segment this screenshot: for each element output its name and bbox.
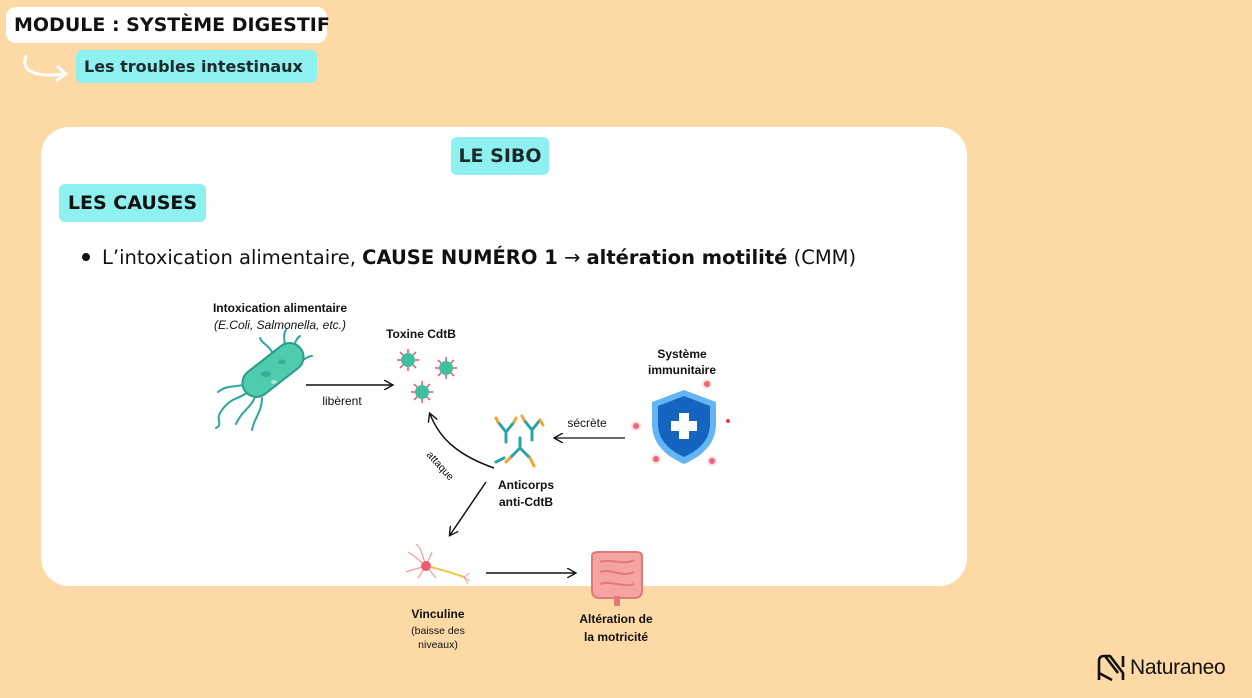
food-poisoning-examples: (E.Coli, Salmonella, etc.) (213, 318, 347, 332)
shield-cross-icon (631, 379, 730, 466)
vinculin-note-line2: niveaux) (418, 639, 458, 651)
vinculin-title: Vinculine (411, 607, 465, 621)
motility-line1: Altération de (579, 612, 653, 626)
arrow-attack (430, 414, 495, 469)
immune-system-line1: Système (657, 347, 707, 361)
antibodies-line1: Anticorps (497, 478, 554, 492)
neuron-icon (405, 543, 471, 585)
brand-name: Naturaneo (1130, 656, 1226, 679)
curved-arrow-icon (23, 54, 68, 82)
bullet-text-bold: CAUSE NUMÉRO 1 (362, 246, 558, 269)
section-heading: LES CAUSES (59, 184, 206, 222)
toxin-virus-icon (397, 349, 457, 403)
module-title: MODULE : SYSTÈME DIGESTIF (6, 7, 330, 43)
vinculin-note-line1: (baisse des (411, 625, 465, 637)
bullet-text-bold2: altération motilité (586, 246, 788, 269)
food-poisoning-title: Intoxication alimentaire (212, 301, 348, 315)
brand-logo: Naturaneo (1096, 650, 1226, 686)
bullet-text-end: (CMM) (787, 246, 857, 269)
arrow-to-vinculin (450, 481, 487, 535)
toxin-label: Toxine CdtB (386, 327, 456, 341)
intestine-icon (591, 551, 643, 606)
motility-line2: la motricité (583, 630, 649, 644)
bullet-arrow: → (557, 246, 587, 269)
cause-bullet: L’intoxication alimentaire, CAUSE NUMÉRO… (82, 244, 856, 272)
immune-system-line2: immunitaire (647, 363, 716, 377)
subtitle: Les troubles intestinaux (76, 50, 317, 83)
release-label: libèrent (322, 394, 362, 408)
bullet-dot (82, 252, 90, 261)
section-title: LE SIBO (451, 137, 549, 175)
secretes-label: sécrète (567, 416, 607, 430)
bacteria-icon (215, 329, 313, 431)
antibody-icon (494, 414, 545, 468)
naturaneo-logo-icon (1097, 654, 1125, 682)
bullet-text-regular: L’intoxication alimentaire, (102, 246, 363, 269)
antibodies-line2: anti-CdtB (499, 495, 553, 509)
